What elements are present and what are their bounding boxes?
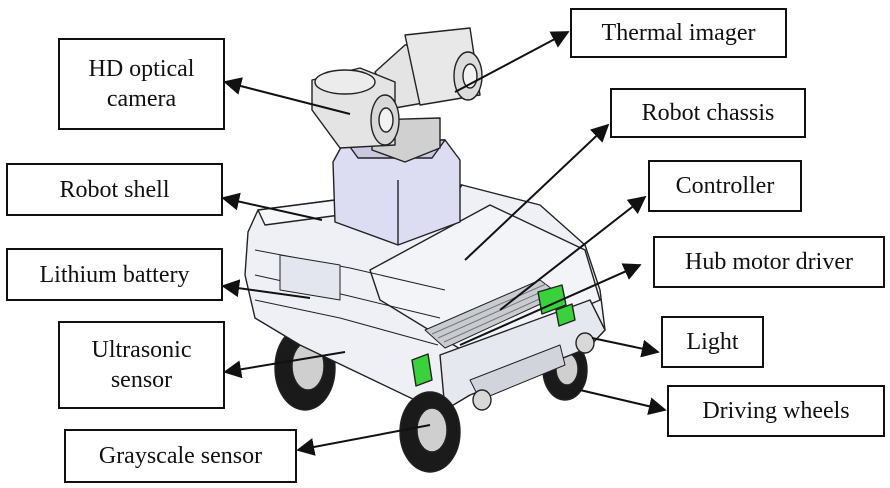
label-controller: Controller (648, 160, 802, 212)
label-light: Light (661, 316, 764, 368)
arrow-ultrasonic-sensor (223, 351, 346, 379)
label-thermal-imager: Thermal imager (570, 8, 787, 58)
label-hd-optical-camera: HD optical camera (58, 38, 225, 130)
arrow-hub-motor-driver (459, 263, 642, 346)
pan-tilt-head (311, 27, 483, 163)
arrow-driving-wheels (579, 389, 667, 416)
label-lithium-battery: Lithium battery (6, 248, 223, 301)
arrow-light (591, 337, 660, 358)
label-hub-motor-driver: Hub motor driver (653, 236, 885, 288)
pointer-arrows (221, 31, 667, 456)
robot-illustration (244, 27, 606, 473)
arrow-controller (499, 195, 647, 311)
front-left-wheel (399, 391, 461, 473)
label-robot-chassis: Robot chassis (610, 88, 806, 138)
label-robot-shell: Robot shell (6, 163, 223, 216)
label-driving-wheels: Driving wheels (667, 385, 885, 437)
label-ultrasonic-sensor: Ultrasonic sensor (58, 321, 225, 409)
label-grayscale-sensor: Grayscale sensor (64, 429, 297, 483)
arrow-thermal-imager (454, 31, 570, 93)
arrow-lithium-battery (221, 279, 311, 299)
arrow-robot-shell (221, 192, 323, 221)
arrow-hd-camera (223, 77, 351, 115)
arrow-robot-chassis (464, 123, 610, 261)
robot-body (244, 184, 606, 413)
arrow-grayscale-sensor (296, 424, 431, 456)
